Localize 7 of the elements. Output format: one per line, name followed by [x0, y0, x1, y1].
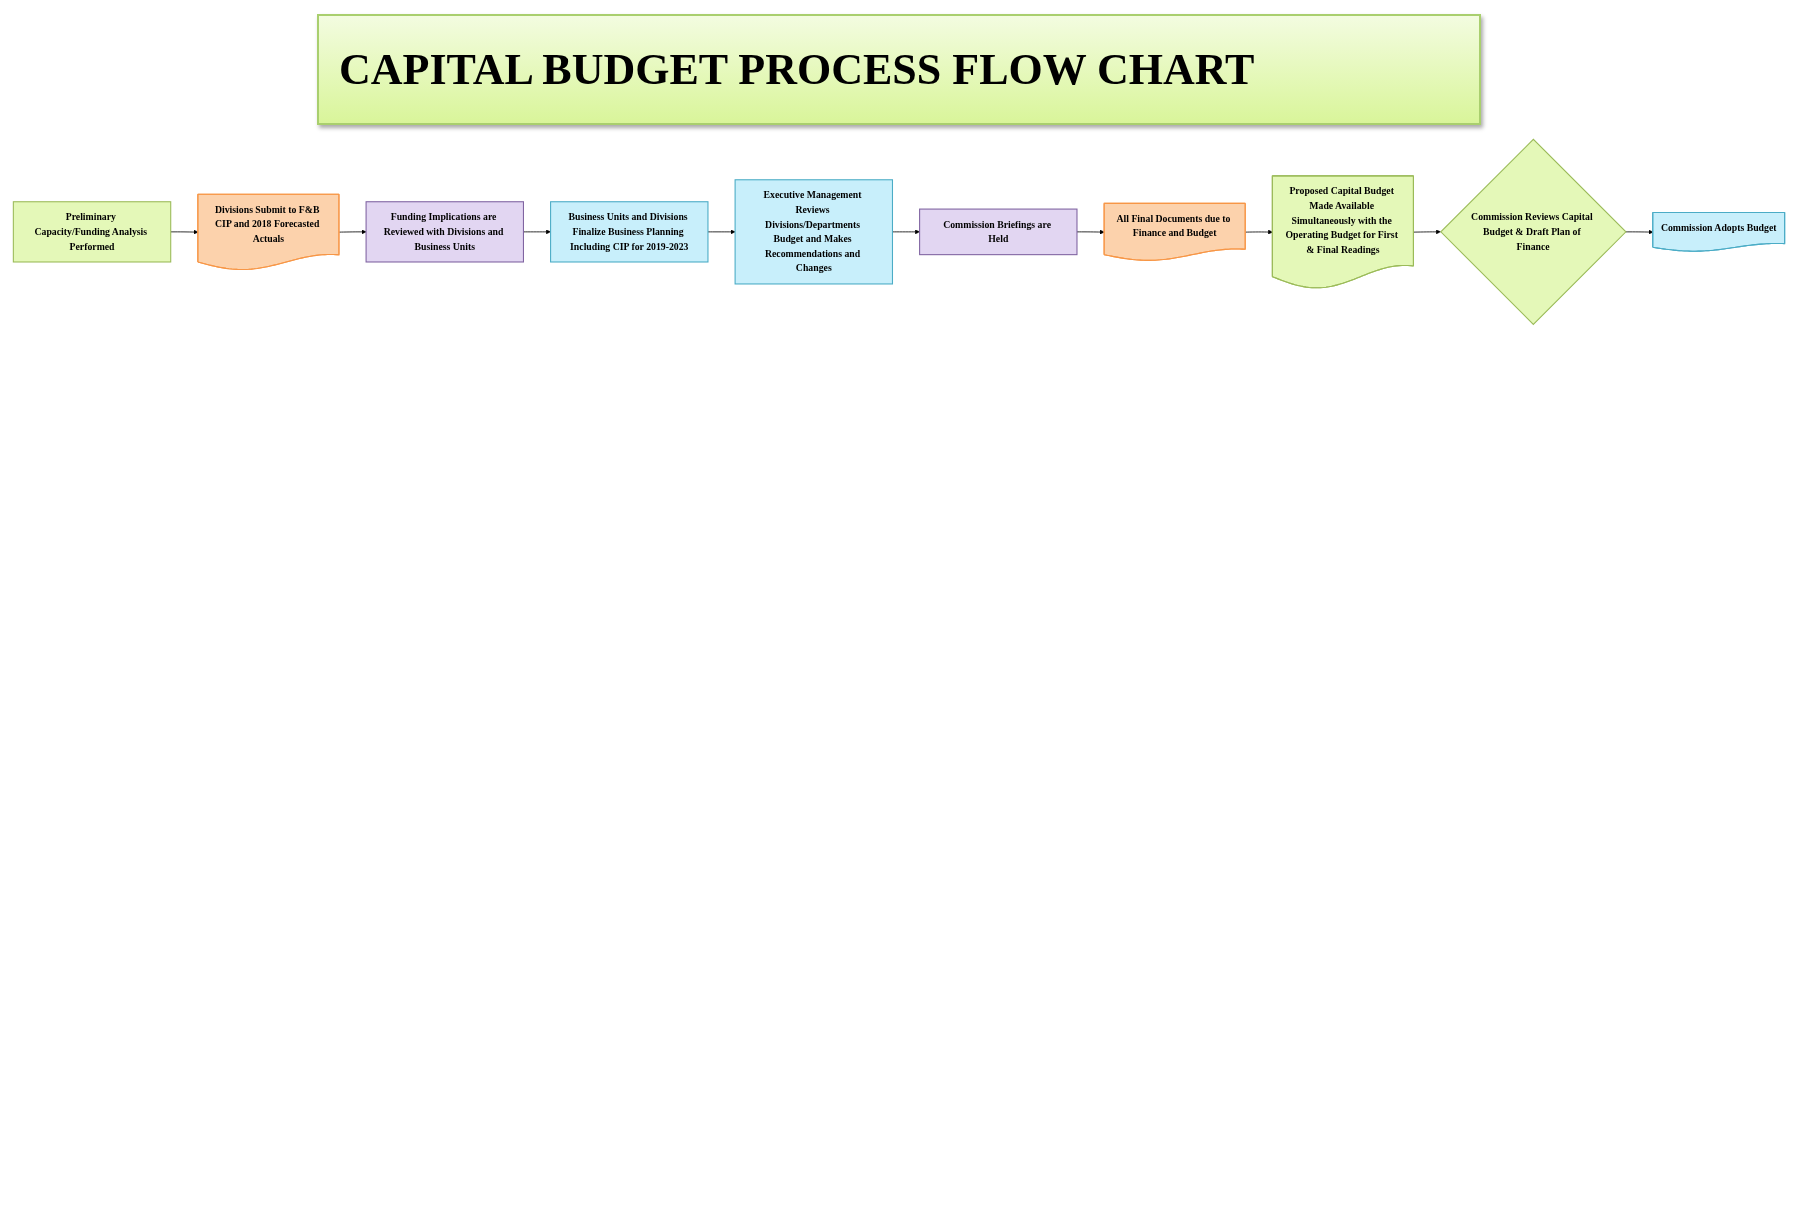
node-box: Commission Briefings are Held [919, 208, 1078, 256]
node-diamond: Commission Reviews Capital Budget & Draft Plan of Finance [1440, 138, 1627, 326]
node-box: Funding Implications are Reviewed with Divisions and Business Units [365, 201, 524, 263]
node-box: Preliminary Capacity/Funding Analysis Performed [12, 201, 172, 263]
node-box: Business Units and Divisions Finalize Business Planning Including CIP for 2019-2023 [550, 201, 709, 263]
node-box: Executive Management Reviews Divisions/Departments Budget and Makes Recommendations and Changes [734, 179, 894, 285]
title-banner: CAPITAL BUDGET PROCESS FLOW CHART [317, 14, 1481, 125]
